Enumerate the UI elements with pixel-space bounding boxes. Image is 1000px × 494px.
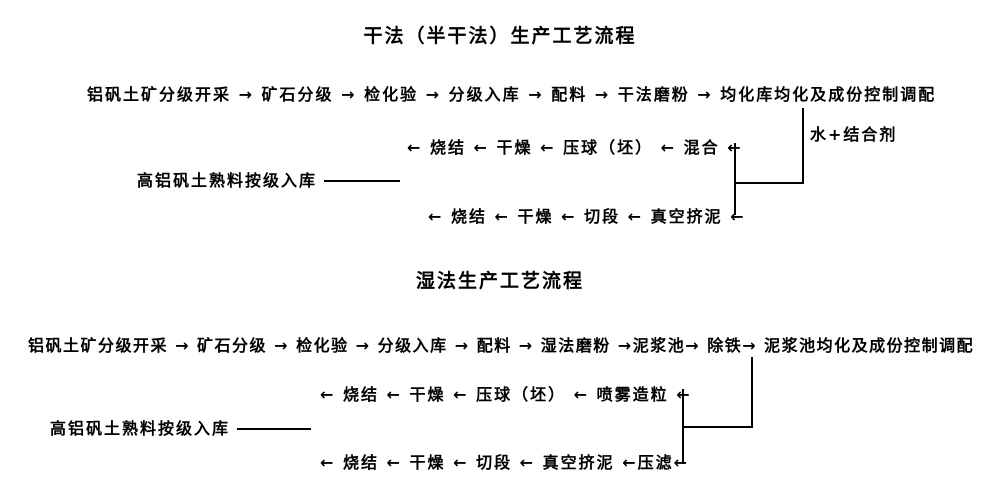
dry-storage-label: 高铝矾土熟料按级入库: [137, 171, 318, 190]
wet-spray-branch-row: ← 烧结 ← 干燥 ← 压球（坯） ← 喷雾造粒 ←: [320, 385, 692, 404]
dry-additive-vertical-line: [802, 108, 804, 184]
dry-additive-label: 水+结合剂: [810, 125, 898, 144]
dry-main-flow-row: 铝矾土矿分级开采 → 矿石分级 → 检化验 → 分级入库 → 配料 → 干法磨粉…: [87, 85, 937, 104]
wet-main-flow-row: 铝矾土矿分级开采 → 矿石分级 → 检化验 → 分级入库 → 配料 → 湿法磨粉…: [28, 336, 975, 355]
wet-branch-horizontal-line: [682, 426, 753, 428]
wet-extrusion-branch-row: ← 烧结 ← 干燥 ← 切段 ← 真空挤泥 ←压滤←: [320, 453, 690, 472]
dry-branch-horizontal-line: [734, 182, 804, 184]
dry-briquette-branch-row: ← 烧结 ← 干燥 ← 压球（坯） ← 混合 ←: [407, 138, 743, 157]
wet-section-title: 湿法生产工艺流程: [415, 270, 584, 292]
wet-iron-removal-vertical-line: [751, 357, 753, 428]
dry-extrusion-branch-row: ← 烧结 ← 干燥 ← 切段 ← 真空挤泥 ←: [428, 207, 746, 226]
wet-storage-dash-line: [237, 428, 311, 430]
wet-storage-label: 高铝矾土熟料按级入库: [50, 419, 231, 438]
dry-section-title: 干法（半干法）生产工艺流程: [363, 25, 637, 47]
dry-storage-dash-line: [324, 180, 400, 182]
dry-branch-vertical-line: [734, 143, 736, 215]
